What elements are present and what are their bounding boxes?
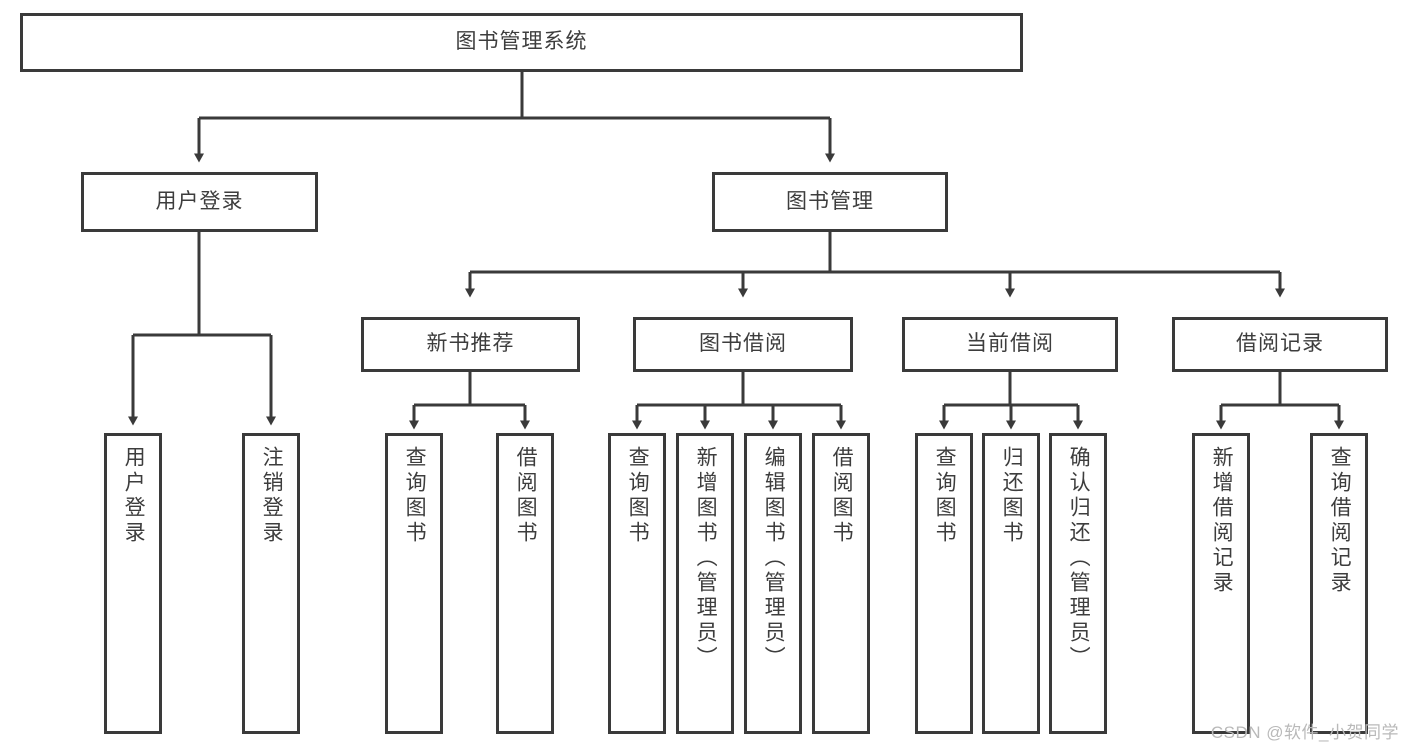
leaf-query-book-1[interactable]: 查询图书: [385, 433, 443, 734]
node-current-borrow-label: 当前借阅: [966, 332, 1054, 356]
leaf-edit-book-label: 编辑图书（管理员）: [762, 446, 786, 671]
leaf-add-record[interactable]: 新增借阅记录: [1192, 433, 1250, 734]
leaf-borrow-book-1-label: 借阅图书: [514, 446, 538, 546]
leaf-query-book-3[interactable]: 查询图书: [915, 433, 973, 734]
leaf-confirm-return-label: 确认归还（管理员）: [1067, 446, 1091, 671]
node-user-login[interactable]: 用户登录: [81, 172, 318, 232]
leaf-query-book-1-label: 查询图书: [403, 446, 427, 546]
leaf-user-login[interactable]: 用户登录: [104, 433, 162, 734]
node-book-borrow-label: 图书借阅: [699, 332, 787, 356]
leaf-borrow-book-2[interactable]: 借阅图书: [812, 433, 870, 734]
leaf-query-book-2[interactable]: 查询图书: [608, 433, 666, 734]
node-current-borrow[interactable]: 当前借阅: [902, 317, 1118, 372]
leaf-query-record[interactable]: 查询借阅记录: [1310, 433, 1368, 734]
leaf-return-book[interactable]: 归还图书: [982, 433, 1040, 734]
node-root[interactable]: 图书管理系统: [20, 13, 1023, 72]
leaf-borrow-book-2-label: 借阅图书: [830, 446, 854, 546]
leaf-add-book-label: 新增图书（管理员）: [694, 446, 718, 671]
node-new-book-rec[interactable]: 新书推荐: [361, 317, 580, 372]
node-user-login-label: 用户登录: [155, 189, 244, 213]
node-root-label: 图书管理系统: [455, 30, 588, 54]
leaf-logout[interactable]: 注销登录: [242, 433, 300, 734]
node-new-book-rec-label: 新书推荐: [426, 332, 515, 356]
node-book-manage-label: 图书管理: [786, 189, 874, 213]
leaf-borrow-book-1[interactable]: 借阅图书: [496, 433, 554, 734]
leaf-confirm-return[interactable]: 确认归还（管理员）: [1049, 433, 1107, 734]
leaf-query-book-3-label: 查询图书: [933, 446, 957, 546]
leaf-edit-book[interactable]: 编辑图书（管理员）: [744, 433, 802, 734]
leaf-user-login-label: 用户登录: [122, 446, 146, 546]
leaf-query-record-label: 查询借阅记录: [1328, 446, 1352, 596]
leaf-return-book-label: 归还图书: [1000, 446, 1024, 546]
leaf-logout-label: 注销登录: [260, 446, 284, 546]
leaf-query-book-2-label: 查询图书: [626, 446, 650, 546]
node-book-borrow[interactable]: 图书借阅: [633, 317, 853, 372]
node-borrow-record-label: 借阅记录: [1236, 332, 1324, 356]
leaf-add-record-label: 新增借阅记录: [1210, 446, 1234, 596]
leaf-add-book[interactable]: 新增图书（管理员）: [676, 433, 734, 734]
node-book-manage[interactable]: 图书管理: [712, 172, 948, 232]
node-borrow-record[interactable]: 借阅记录: [1172, 317, 1388, 372]
